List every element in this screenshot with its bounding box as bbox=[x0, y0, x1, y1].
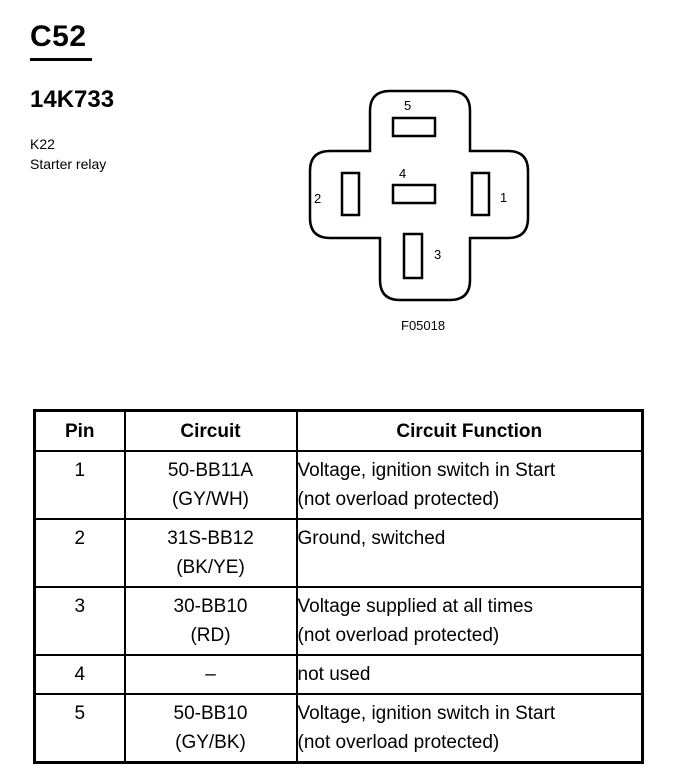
column-header-pin: Pin bbox=[33, 409, 126, 452]
function-cell: Voltage, ignition switch in Start (not o… bbox=[295, 450, 644, 520]
connector-pinout-diagram: 5 4 2 1 3 bbox=[308, 89, 530, 302]
column-header-circuit-function: Circuit Function bbox=[295, 409, 644, 452]
function-line: Voltage supplied at all times bbox=[297, 596, 534, 617]
connector-title: C52 bbox=[30, 20, 87, 53]
pin-1-terminal bbox=[470, 171, 491, 217]
wire-color: (GY/BK) bbox=[175, 732, 246, 753]
column-header-circuit: Circuit bbox=[123, 409, 298, 452]
wire-color: (RD) bbox=[190, 625, 231, 646]
table-row: 4 – not used bbox=[33, 654, 644, 695]
function-cell: not used bbox=[295, 654, 644, 695]
function-cell: Ground, switched bbox=[295, 518, 644, 588]
pin-5-label: 5 bbox=[404, 98, 411, 113]
function-note: (not overload protected) bbox=[297, 732, 500, 753]
circuit-id: 31S-BB12 bbox=[167, 528, 254, 549]
table-row: 3 30-BB10 (RD) Voltage supplied at all t… bbox=[33, 586, 644, 656]
title-underline bbox=[30, 58, 92, 61]
pin-4-label: 4 bbox=[399, 166, 406, 181]
table-header-row: Pin Circuit Circuit Function bbox=[33, 409, 644, 452]
pin-3-label: 3 bbox=[434, 247, 441, 262]
pin-cell: 2 bbox=[33, 518, 126, 588]
pin-5-terminal bbox=[391, 116, 437, 138]
function-line: Voltage, ignition switch in Start bbox=[297, 460, 556, 481]
circuit-cell: – bbox=[123, 654, 298, 695]
circuit-id: – bbox=[205, 664, 216, 685]
function-note: (not overload protected) bbox=[297, 625, 500, 646]
function-line: Voltage, ignition switch in Start bbox=[297, 703, 556, 724]
circuit-cell: 30-BB10 (RD) bbox=[123, 586, 298, 656]
wire-color: (BK/YE) bbox=[176, 557, 245, 578]
function-note: (not overload protected) bbox=[297, 489, 500, 510]
circuit-id: 30-BB10 bbox=[173, 596, 248, 617]
function-line: not used bbox=[297, 664, 371, 685]
circuit-cell: 50-BB11A (GY/WH) bbox=[123, 450, 298, 520]
figure-code: F05018 bbox=[401, 318, 446, 333]
pin-2-label: 2 bbox=[314, 191, 321, 206]
function-cell: Voltage, ignition switch in Start (not o… bbox=[295, 693, 644, 764]
circuit-id: 50-BB11A bbox=[167, 460, 254, 481]
pin-4-terminal bbox=[391, 183, 437, 205]
circuit-cell: 50-BB10 (GY/BK) bbox=[123, 693, 298, 764]
wire-color: (GY/WH) bbox=[171, 489, 250, 510]
pin-function-table: Pin Circuit Circuit Function 1 50-BB11A … bbox=[33, 409, 644, 764]
pin-2-terminal bbox=[340, 171, 361, 217]
pin-cell: 5 bbox=[33, 693, 126, 764]
component-reference: K22 bbox=[30, 136, 55, 152]
component-description: Starter relay bbox=[30, 156, 107, 172]
connector-outline bbox=[308, 89, 530, 302]
circuit-id: 50-BB10 bbox=[173, 703, 248, 724]
function-cell: Voltage supplied at all times (not overl… bbox=[295, 586, 644, 656]
pin-cell: 4 bbox=[33, 654, 126, 695]
pin-cell: 1 bbox=[33, 450, 126, 520]
circuit-cell: 31S-BB12 (BK/YE) bbox=[123, 518, 298, 588]
table-row: 2 31S-BB12 (BK/YE) Ground, switched bbox=[33, 518, 644, 588]
function-line: Ground, switched bbox=[297, 528, 446, 549]
pin-1-label: 1 bbox=[500, 190, 507, 205]
pin-cell: 3 bbox=[33, 586, 126, 656]
table-row: 1 50-BB11A (GY/WH) Voltage, ignition swi… bbox=[33, 450, 644, 520]
pin-3-terminal bbox=[402, 232, 424, 280]
part-number: 14K733 bbox=[30, 86, 115, 113]
table-row: 5 50-BB10 (GY/BK) Voltage, ignition swit… bbox=[33, 693, 644, 764]
